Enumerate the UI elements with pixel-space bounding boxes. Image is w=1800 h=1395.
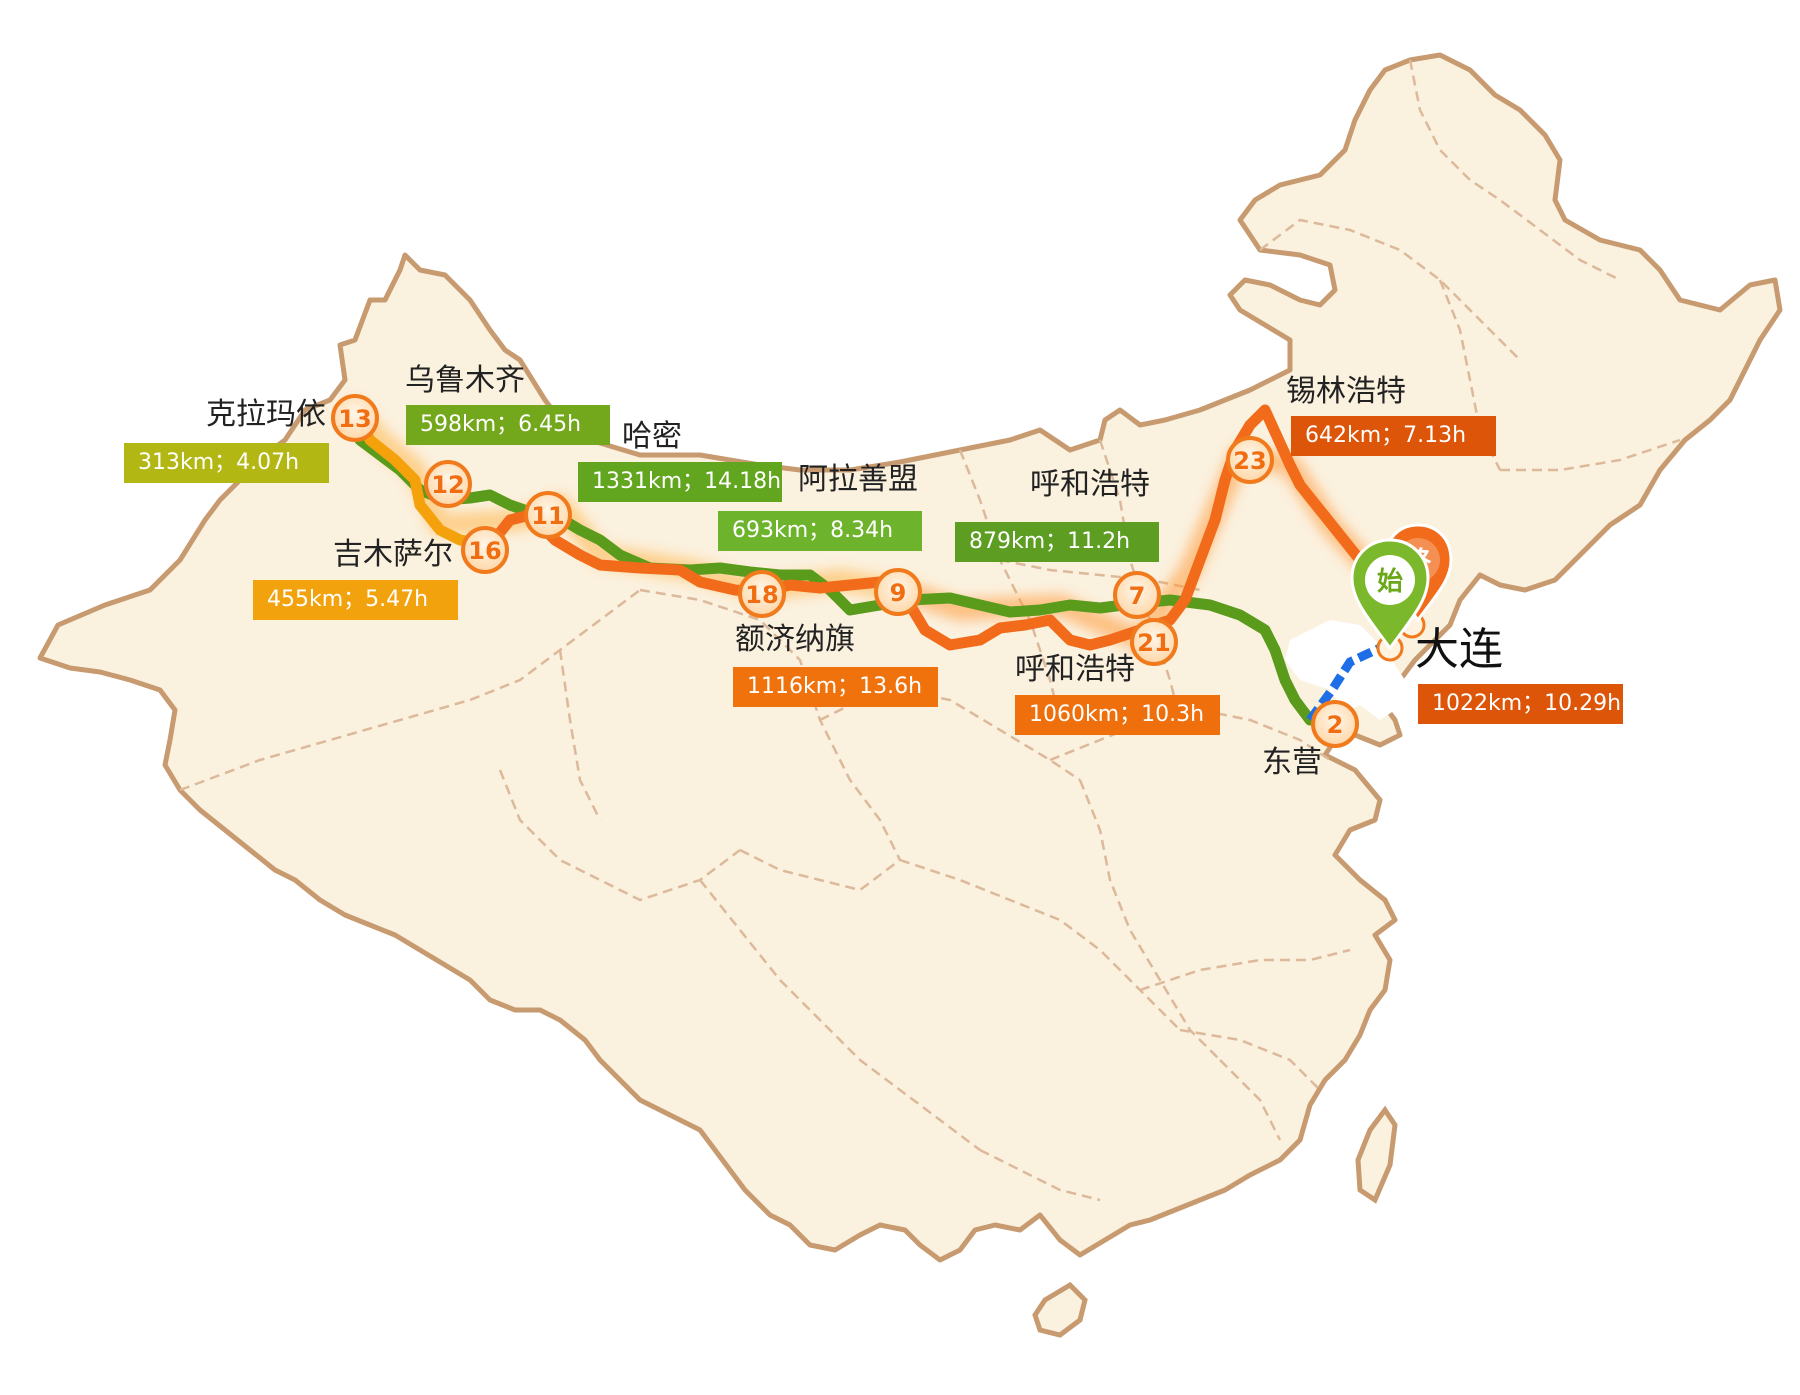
segment-ejina-text: 1116km；13.6h: [747, 674, 923, 699]
city-xilinhot: 锡林浩特: [1286, 374, 1406, 409]
stop-11-label: 11: [531, 502, 564, 530]
segment-ejina: 1116km；13.6h: [733, 667, 938, 707]
stop-21-label: 21: [1137, 629, 1170, 657]
city-hami: 哈密: [622, 419, 682, 454]
segment-dalian: 1022km；10.29h: [1418, 684, 1623, 724]
segment-alashan: 693km；8.34h: [718, 511, 922, 551]
segment-hami: 1331km；14.18h: [578, 462, 782, 502]
china-outline: [37, 52, 1783, 1263]
route-orange: [484, 404, 1416, 651]
segment-jimusaer-text: 455km；5.47h: [267, 587, 429, 612]
route-green: [344, 412, 1316, 726]
segment-hohhot-north-text: 879km；11.2h: [969, 529, 1131, 554]
segment-kelamayi: 313km；4.07h: [124, 443, 329, 483]
stop-12-label: 12: [431, 471, 464, 499]
segment-urumqi-text: 598km；6.45h: [420, 412, 582, 437]
taiwan-island: [1355, 1105, 1398, 1204]
stop-11[interactable]: 11: [524, 491, 572, 539]
stop-13[interactable]: 13: [331, 394, 379, 442]
segment-dalian-text: 1022km；10.29h: [1432, 691, 1622, 716]
segment-xilinhot-text: 642km；7.13h: [1305, 423, 1467, 448]
ferry-route: [1306, 643, 1382, 723]
city-alashan: 阿拉善盟: [798, 462, 918, 497]
segment-urumqi: 598km；6.45h: [406, 405, 610, 445]
start-pin[interactable]: 始: [1350, 538, 1430, 651]
segment-xilinhot: 642km；7.13h: [1291, 416, 1496, 456]
stop-16-label: 16: [468, 537, 501, 565]
stop-18-label: 18: [745, 581, 778, 609]
segment-jimusaer: 455km；5.47h: [253, 580, 458, 620]
city-dalian: 大连: [1415, 624, 1503, 675]
stop-7[interactable]: 7: [1113, 571, 1161, 619]
city-hohhot-north: 呼和浩特: [1030, 467, 1150, 502]
stop-9-label: 9: [890, 579, 907, 607]
stop-16[interactable]: 16: [461, 526, 509, 574]
stop-2-label: 2: [1327, 711, 1344, 739]
stop-12[interactable]: 12: [424, 460, 472, 508]
segment-hohhot-south: 1060km；10.3h: [1015, 695, 1220, 735]
segment-hohhot-north: 879km；11.2h: [955, 522, 1159, 562]
stop-2[interactable]: 2: [1311, 700, 1359, 748]
segment-hohhot-south-text: 1060km；10.3h: [1029, 702, 1205, 727]
start-pin-label: 始: [1377, 567, 1403, 597]
stop-18[interactable]: 18: [738, 570, 786, 618]
hainan-island: [1032, 1281, 1088, 1338]
province-borders: [179, 59, 1681, 1202]
stop-21[interactable]: 21: [1130, 618, 1178, 666]
segment-alashan-text: 693km；8.34h: [732, 518, 894, 543]
city-dongying: 东营: [1262, 745, 1322, 780]
route-yellow: [349, 406, 496, 551]
stop-markers: 13 12 16 11 18 9 7 21: [331, 394, 1359, 748]
stop-23[interactable]: 23: [1226, 436, 1274, 484]
stop-23-label: 23: [1233, 447, 1266, 475]
stop-9[interactable]: 9: [874, 568, 922, 616]
city-jimusaer: 吉木萨尔: [333, 537, 453, 572]
city-urumqi: 乌鲁木齐: [405, 363, 525, 398]
stop-7-label: 7: [1129, 582, 1146, 610]
city-ejina: 额济纳旗: [735, 622, 855, 657]
city-kelamayi: 克拉玛依: [206, 397, 326, 432]
city-hohhot-south: 呼和浩特: [1015, 652, 1135, 687]
segment-kelamayi-text: 313km；4.07h: [138, 450, 300, 475]
segment-hami-text: 1331km；14.18h: [592, 469, 782, 494]
stop-13-label: 13: [338, 405, 371, 433]
